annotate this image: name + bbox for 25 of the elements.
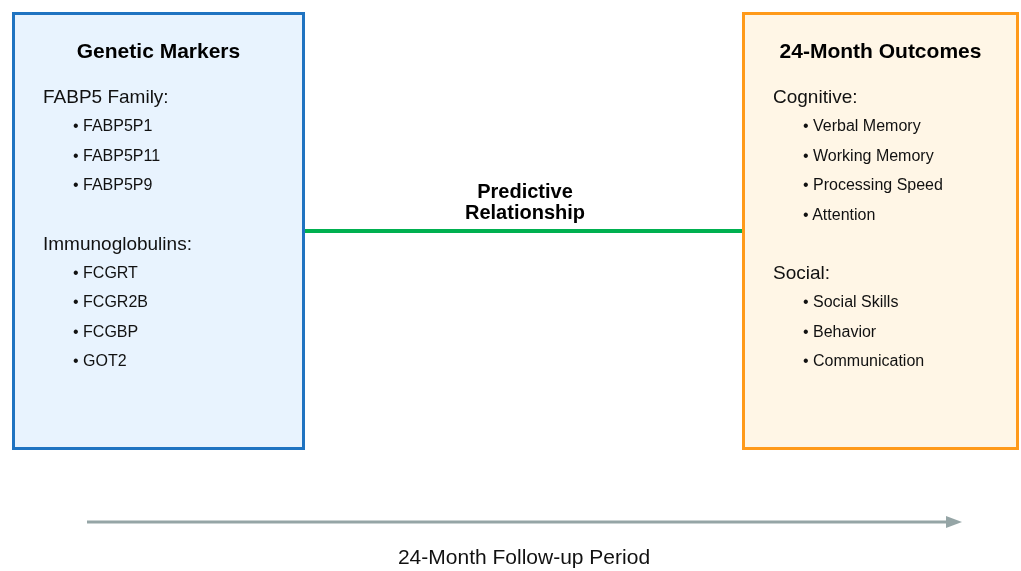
category-label: Immunoglobulins:	[43, 231, 192, 256]
list-item: • Working Memory	[803, 145, 934, 166]
category-box	[12, 12, 305, 450]
list-item: • Social Skills	[803, 292, 899, 312]
box-heading: 24-Month Outcomes	[778, 38, 983, 64]
list-item: • FABP5P11	[73, 145, 161, 166]
timeline-label: 24-Month Follow-up Period	[396, 544, 652, 570]
list-item: • FCGR2B	[73, 292, 148, 312]
box-heading: Genetic Markers	[75, 38, 242, 64]
list-item: • FABP5P9	[73, 175, 153, 195]
list-item: • FABP5P1	[73, 116, 153, 136]
list-item: • Behavior	[803, 321, 877, 342]
edge-label: Predictive Relationship	[464, 181, 586, 223]
category-label: Cognitive:	[773, 85, 858, 109]
category-label: Social:	[773, 261, 831, 285]
category-label: FABP5 Family:	[43, 85, 169, 109]
list-item: • GOT2	[73, 351, 127, 371]
list-item: • FCGRT	[73, 262, 138, 283]
category-box	[742, 12, 1019, 450]
list-item: • Verbal Memory	[803, 116, 921, 136]
list-item: • Attention	[803, 204, 876, 225]
list-item: • Processing Speed	[803, 175, 943, 195]
list-item: • Communication	[803, 351, 925, 371]
connector-line	[305, 229, 742, 233]
list-item: • FCGBP	[73, 321, 139, 342]
